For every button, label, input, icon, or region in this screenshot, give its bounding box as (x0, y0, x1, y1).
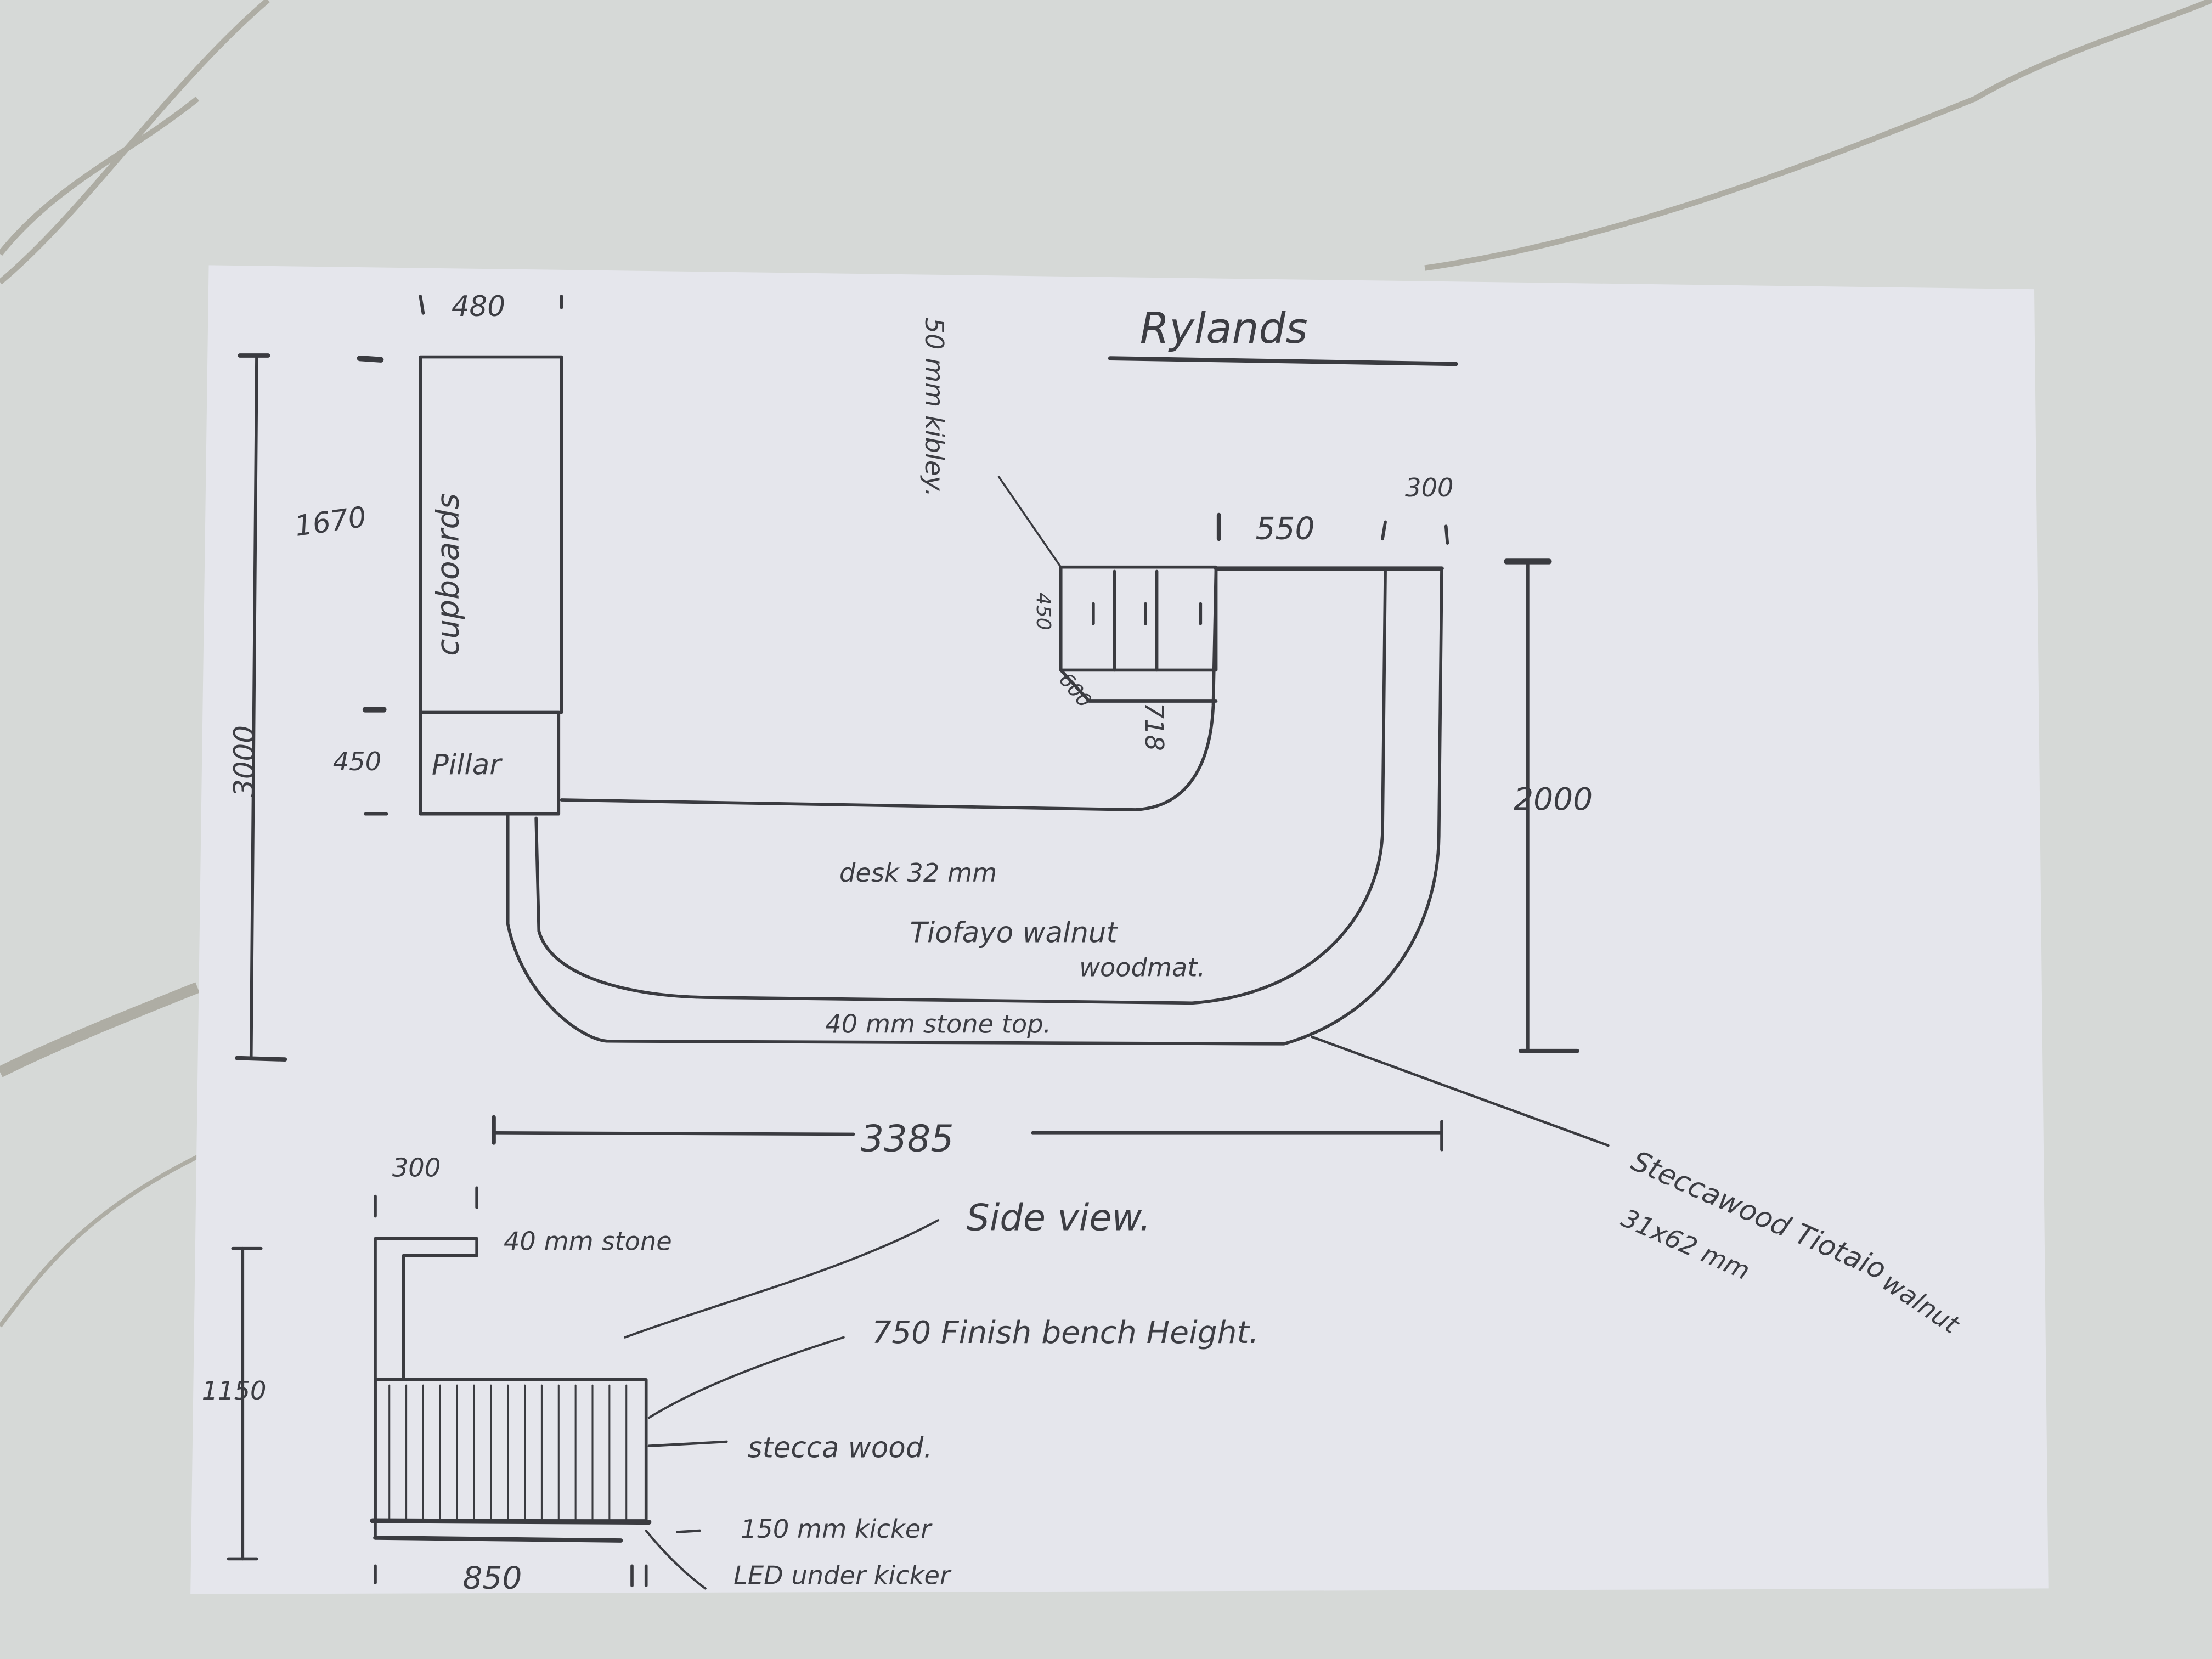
stone-top-inner (534, 567, 1387, 1005)
desk-note-2: Tiofayo walnut (910, 917, 1119, 950)
dim-line-3385-left (492, 1131, 855, 1136)
page-title: Rylands (1140, 304, 1308, 353)
desk-note-1: desk 32 mm (839, 858, 997, 888)
pillar-label: Pillar (432, 749, 503, 782)
dim-tick (419, 295, 425, 315)
pillar-box (419, 710, 561, 816)
leader-bench-height (647, 1336, 845, 1419)
stecca-wood-label: stecca wood. (748, 1431, 933, 1464)
paper-sheet (190, 265, 2049, 1594)
leader-stecca (647, 1440, 728, 1448)
dim-return-depth: 2000 (1514, 781, 1593, 817)
title-underline (1108, 356, 1458, 366)
side-dim-depth: 850 (462, 1560, 522, 1596)
cupboards-label: cupboards (430, 493, 466, 656)
stone-top-outer (506, 567, 1443, 1046)
dim-stone-width: 300 (1405, 473, 1453, 503)
desk-inner-edge (560, 565, 1218, 811)
dim-cabinet-height: 450 (1032, 592, 1054, 630)
leader-kicker (675, 1529, 701, 1533)
dim-tick (357, 356, 384, 363)
side-stone-label: 40 mm stone (504, 1226, 672, 1256)
dim-line-3000 (249, 354, 258, 1060)
dim-cabinet-width: 718 (1139, 703, 1169, 751)
kicker-label: 150 mm kicker (741, 1514, 933, 1544)
bench-height-note: 750 Finish bench Height. (872, 1314, 1259, 1351)
leader-cabinet-note (997, 476, 1062, 568)
side-kicker (373, 1536, 623, 1543)
stecca-slats (388, 1384, 628, 1522)
side-stone-top (374, 1237, 478, 1539)
stone-top-note: 40 mm stone top. (825, 1009, 1051, 1039)
dim-cupboard-width: 480 (452, 290, 505, 323)
side-dim-total-height: 1150 (202, 1376, 267, 1406)
dim-pillar-length: 450 (333, 747, 381, 776)
leader-led (645, 1529, 707, 1590)
marble-veins (0, 0, 2212, 1328)
cabinet-note: 50 mm kibley. (919, 318, 949, 497)
dim-overall-width: 3385 (861, 1117, 954, 1160)
side-dim-stone-width: 300 (392, 1153, 441, 1183)
led-label: LED under kicker (733, 1561, 952, 1590)
dim-overall-depth: 3000 (228, 725, 261, 797)
side-view-title: Side view. (966, 1196, 1151, 1239)
desk-note-3: woodmat. (1079, 952, 1205, 982)
drawer-cabinet (1059, 565, 1218, 672)
dim-return-width: 550 (1256, 510, 1315, 546)
leader-side-view (624, 1219, 940, 1339)
leader-steccawood (1311, 1035, 1610, 1147)
